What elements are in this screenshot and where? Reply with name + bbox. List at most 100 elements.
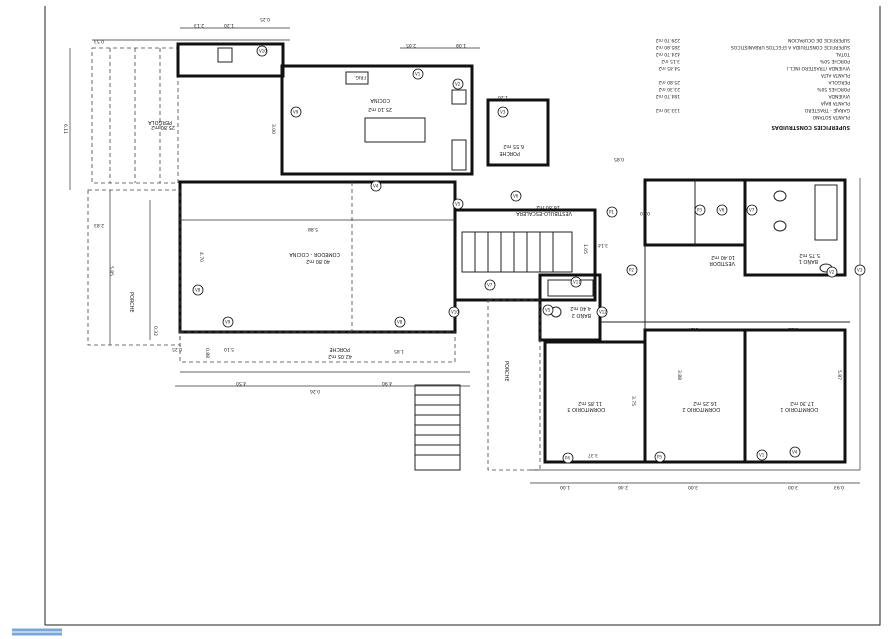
porche-small-name: PORCHE	[499, 150, 520, 156]
svg-text:V2: V2	[829, 270, 835, 275]
dim-top-d: 2.05	[406, 42, 416, 48]
bathtub-icon	[547, 279, 594, 297]
bath1-sink-b-icon	[773, 220, 787, 232]
dim-bottom-a: 0.25	[172, 346, 182, 352]
opening-tag: P4	[562, 452, 574, 464]
table-row-value: 23.30 m2	[658, 86, 680, 92]
vestidor-area: 10.40 m2	[711, 254, 735, 260]
sink-icon	[217, 47, 233, 63]
dim-top-f: 0.53	[94, 38, 104, 44]
opening-tag: P1	[606, 206, 618, 218]
dim-left-d: 3.00	[270, 124, 276, 134]
svg-text:V12: V12	[599, 310, 607, 315]
upper-block	[176, 42, 285, 78]
dim-bed-b: 3.27	[688, 326, 698, 332]
svg-text:V7: V7	[487, 283, 493, 288]
svg-text:V9: V9	[293, 110, 299, 115]
dim-misc-a: 0.85	[614, 156, 624, 162]
svg-text:V8: V8	[397, 320, 403, 325]
porche-left-label: PORCHE	[128, 292, 134, 313]
table-row-value: 25.80 m2	[658, 79, 680, 85]
vestibulo-name: VESTIBULO-ESCALERA	[516, 210, 572, 216]
dim-top-c: 0.25	[260, 16, 270, 22]
table-row-label: SUPERFICIE DE OCUPACION	[788, 37, 850, 43]
svg-text:V3: V3	[500, 110, 506, 115]
bath1-sink-a-icon	[773, 190, 787, 202]
svg-text:V9: V9	[225, 320, 231, 325]
dim-bed-e: 3.88	[676, 370, 682, 380]
svg-text:V11: V11	[573, 280, 581, 285]
bano2-name: BAÑO 2	[572, 312, 591, 319]
table-row-value: 285.80 m2	[655, 44, 680, 50]
dimension-texts: 2.13 1.20 0.25 2.05 1.08 0.53 6.11 2.83 …	[62, 16, 844, 490]
dim-top-e: 1.08	[456, 42, 466, 48]
table-row-value: 229.70 m2	[655, 37, 680, 43]
dimension-lines	[69, 27, 861, 484]
svg-text:V4: V4	[792, 450, 798, 455]
table-row-label: PERGOLA	[828, 79, 850, 85]
fridge-box	[345, 71, 369, 85]
opening-tag: V6	[716, 204, 728, 216]
table-row-label: PORCHES 50%	[816, 86, 850, 92]
opening-tag: V4	[789, 446, 801, 458]
interior-stair	[461, 231, 573, 273]
stove-icon	[451, 89, 467, 105]
svg-text:V10: V10	[259, 49, 267, 54]
table-row-label: GARAJE - TRASTERO	[804, 107, 850, 113]
bano2-area: 4.40 m2	[570, 305, 591, 311]
kitchen-name: COCINA	[370, 97, 390, 103]
dim-right-c: 3.00	[688, 484, 698, 490]
dim-right-b: 2.46	[618, 484, 628, 490]
scale-bar	[12, 628, 62, 636]
entry-porch	[486, 98, 550, 167]
bedroom1-walls	[743, 328, 847, 464]
opening-tag: V9	[290, 106, 302, 118]
dorm3-name: DORMITORIO 3	[567, 406, 605, 412]
table-row-value: 424.70 m2	[655, 51, 680, 57]
dorm1-name: DORMITORIO 1	[780, 406, 818, 412]
svg-text:V7: V7	[749, 208, 755, 213]
dim-bottom-d: 4.50	[236, 380, 246, 386]
dim-left-total: 6.11	[62, 124, 68, 134]
opening-tag: P2	[626, 264, 638, 276]
dorm3-area: 11.85 m2	[578, 400, 602, 406]
opening-tag: V4	[370, 180, 382, 192]
svg-text:P4: P4	[565, 456, 570, 461]
opening-tag: V10	[448, 306, 460, 318]
dim-bed-a: 3.37	[588, 452, 598, 458]
opening-tag: V10	[256, 45, 268, 57]
comedor-name: COMEDOR - COCINA	[289, 251, 340, 257]
dorm1-area: 17.30 m2	[790, 400, 814, 406]
dorm2-area: 16.25 m2	[693, 400, 717, 406]
porche-front-name: PORCHE	[329, 346, 350, 352]
left-porch	[87, 189, 181, 346]
dim-top-b: 1.20	[224, 22, 234, 28]
kitchen-walls	[280, 64, 474, 176]
dim-bottom-c: 0.88	[204, 348, 210, 358]
dim-left-b: 5.85	[108, 266, 114, 276]
dim-bed-f: 5.87	[836, 370, 842, 380]
pergola-area-text: 25.80 m2	[151, 124, 175, 130]
comedor-area: 40.80 m2	[306, 258, 330, 264]
svg-text:V4: V4	[373, 184, 379, 189]
dim-bottom-f: 4.90	[382, 380, 392, 386]
dim-bed-c: 3.22	[788, 326, 798, 332]
dorm2-name: DORMITORIO 2	[682, 406, 720, 412]
table-row-label: PORCHE 50%	[819, 58, 850, 64]
svg-text:V3: V3	[857, 268, 863, 273]
opening-tag: V5	[542, 304, 554, 316]
table-row-label: PLANTA SOTANO	[812, 114, 850, 120]
svg-text:P5: P5	[657, 455, 662, 460]
surface-table: SUPERFICIES CONSTRUIDAS PLANTA SOTANOGAR…	[655, 37, 851, 130]
dim-right-d: 3.00	[788, 484, 798, 490]
interior-stair-treads	[474, 232, 554, 272]
svg-text:V8: V8	[195, 288, 201, 293]
dim-top-a: 2.13	[194, 22, 204, 28]
opening-tag: V1	[412, 68, 424, 80]
table-row-label: VIVIENDA (TRASTERO INCL.)	[786, 65, 850, 71]
opening-tag: V3	[497, 106, 509, 118]
vestidor-name: VESTIDOR	[709, 260, 735, 266]
svg-text:P3: P3	[697, 208, 702, 213]
